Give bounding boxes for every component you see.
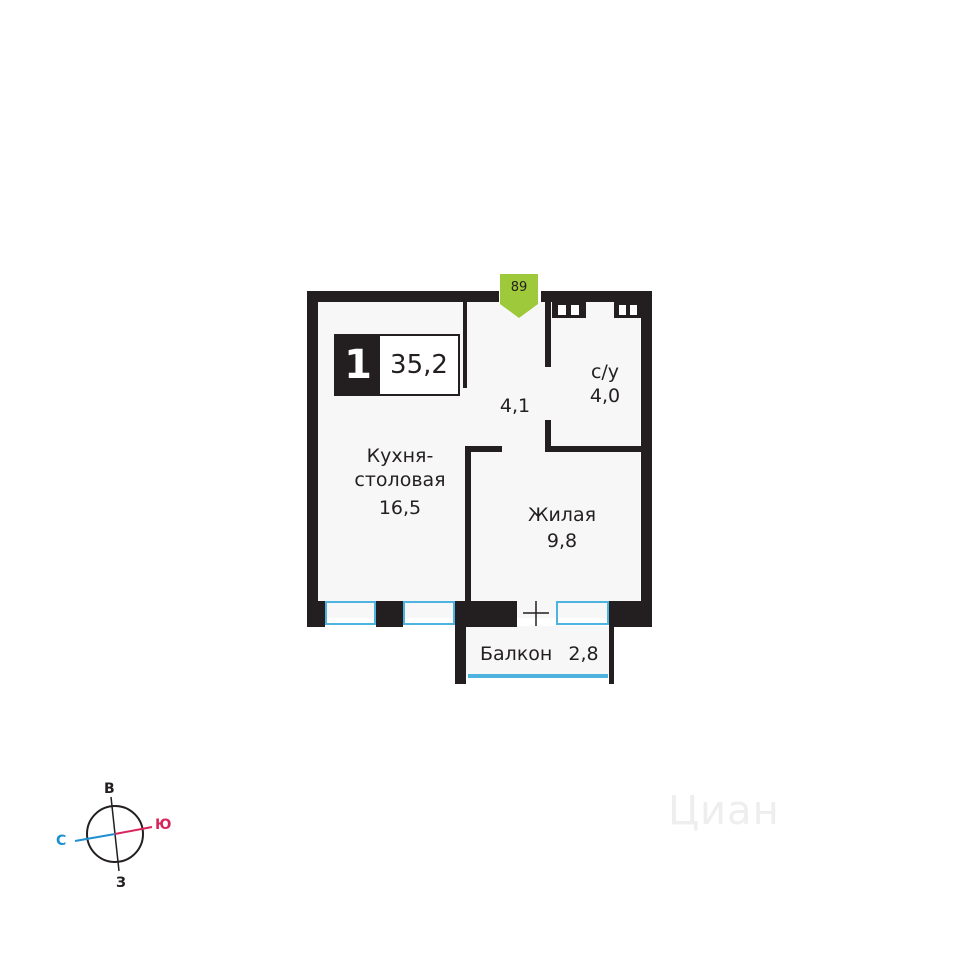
wall-kitchen-hall-upper <box>463 302 467 388</box>
unit-badge: 1 35,2 <box>334 334 460 396</box>
kitchen-window-2 <box>403 601 455 625</box>
total-area: 35,2 <box>390 350 448 380</box>
walls <box>307 291 652 684</box>
living-window <box>556 601 609 625</box>
balcony-label: Балкон 2,8 <box>480 642 610 666</box>
compass-circle <box>86 805 144 863</box>
wall-kitchen-living <box>465 446 471 602</box>
wall-hall-living <box>465 446 502 452</box>
compass-label-west: С <box>56 833 67 849</box>
bathroom-label: с/у 4,0 <box>575 360 635 408</box>
wall-bottom-seg-4 <box>609 601 652 627</box>
hall-area: 4,1 <box>499 395 531 417</box>
compass-label-north: В <box>104 781 115 797</box>
kitchen-window-1 <box>325 601 376 625</box>
balcony-door-cross <box>523 601 549 626</box>
wall-bottom-seg-1 <box>307 601 325 627</box>
kitchen-label: Кухня- столовая 16,5 <box>340 444 460 520</box>
compass-label-east: Ю <box>155 817 172 833</box>
living-label: Жилая 9,8 <box>516 503 608 553</box>
entrance-number: 89 <box>510 280 528 295</box>
wall-bath-left-upper <box>545 302 551 367</box>
balcony-wall-right <box>609 627 614 684</box>
balcony-name: Балкон <box>480 643 553 665</box>
wall-right <box>641 291 652 627</box>
kitchen-name-line1: Кухня- <box>366 445 434 467</box>
wall-top-right <box>541 291 652 302</box>
room-count: 1 <box>336 336 380 394</box>
bathroom-name: с/у <box>590 361 620 383</box>
kitchen-name-line2: столовая <box>354 469 446 491</box>
wall-bath-left-lower <box>545 420 551 450</box>
wall-top-left <box>307 291 499 302</box>
hall-label: 4,1 <box>490 394 540 418</box>
compass-east-line <box>114 826 153 835</box>
wall-bottom-seg-3 <box>455 601 517 627</box>
balcony-floor <box>466 626 610 676</box>
kitchen-area: 16,5 <box>378 497 422 519</box>
balcony-area: 2,8 <box>568 643 599 665</box>
compass <box>74 796 153 872</box>
living-area: 9,8 <box>546 530 578 552</box>
windows <box>325 601 609 625</box>
wall-left <box>307 291 318 627</box>
compass-west-line <box>74 833 116 842</box>
balcony-wall-left <box>455 627 466 684</box>
wall-bath-bottom <box>545 446 641 452</box>
bathroom-area: 4,0 <box>589 385 621 407</box>
compass-label-south: З <box>116 875 126 891</box>
wall-bottom-seg-2 <box>376 601 403 627</box>
vent-blocks <box>552 302 641 318</box>
entrance-tag-shape <box>500 274 538 318</box>
watermark: Циан <box>668 788 780 834</box>
living-name: Жилая <box>527 504 597 526</box>
